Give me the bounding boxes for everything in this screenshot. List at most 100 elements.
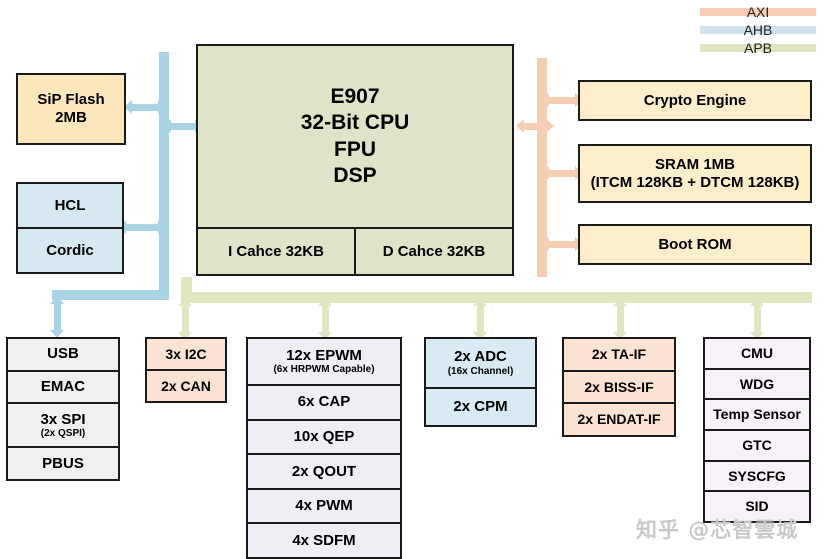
cpm-label: 2x CPM: [453, 398, 508, 416]
block-pbus[interactable]: PBUS: [8, 448, 118, 479]
block-qout[interactable]: 2x QOUT: [248, 455, 400, 490]
block-emac[interactable]: EMAC: [8, 372, 118, 405]
peripheral-column-encoder: 2x TA-IF 2x BISS-IF 2x ENDAT-IF: [562, 337, 676, 437]
arrow-ahb-to-comms: [49, 296, 65, 338]
epwm-label: 12x EPWM: [286, 346, 362, 364]
sip-flash-line2: 2MB: [55, 109, 87, 126]
block-group-accelerators: HCL Cordic: [16, 182, 124, 274]
block-usb[interactable]: USB: [8, 339, 118, 372]
block-temp-sensor[interactable]: Temp Sensor: [705, 400, 809, 432]
block-ta-if[interactable]: 2x TA-IF: [564, 339, 674, 372]
sid-label: SID: [745, 498, 769, 515]
hcl-label: HCL: [54, 196, 86, 214]
usb-label: USB: [47, 345, 79, 363]
block-cpm[interactable]: 2x CPM: [426, 389, 535, 425]
peripheral-column-system: CMU WDG Temp Sensor GTC SYSCFG SID: [703, 337, 811, 523]
arrow-apb-to-serial: [177, 298, 193, 340]
block-sdfm[interactable]: 4x SDFM: [248, 524, 400, 557]
arrow-apb-to-pwm: [317, 298, 333, 340]
arrow-apb-to-system: [749, 298, 765, 340]
spi-label: 3x SPI: [40, 410, 86, 428]
arrow-axi-sram: [541, 165, 583, 181]
cpu-line-bits: 32-Bit CPU: [300, 111, 410, 135]
ta-if-label: 2x TA-IF: [591, 346, 647, 363]
cpu-line-dsp: DSP: [333, 163, 377, 187]
block-hcl[interactable]: HCL: [18, 184, 122, 229]
block-sip-flash[interactable]: SiP Flash 2MB: [16, 73, 126, 145]
endat-if-label: 2x ENDAT-IF: [577, 411, 661, 428]
gtc-label: GTC: [742, 437, 772, 454]
watermark: 知乎 @芯智雲城: [636, 518, 799, 542]
arrow-axi-bootrom: [541, 236, 583, 252]
cpu-line-fpu: FPU: [334, 137, 376, 161]
cmu-label: CMU: [741, 345, 773, 362]
temp-sensor-label: Temp Sensor: [713, 406, 801, 423]
apb-bus-riser: [181, 277, 192, 297]
block-cpu-core[interactable]: E907 32-Bit CPU FPU DSP: [198, 46, 512, 229]
emac-label: EMAC: [40, 377, 86, 395]
block-sram[interactable]: SRAM 1MB (ITCM 128KB + DTCM 128KB): [578, 144, 812, 203]
dcache-label: D Cahce 32KB: [382, 242, 486, 260]
pwm-label: 4x PWM: [295, 497, 353, 515]
cap-label: 6x CAP: [297, 393, 351, 411]
block-qep[interactable]: 10x QEP: [248, 421, 400, 456]
block-adc[interactable]: 2x ADC (16x Channel): [426, 339, 535, 389]
peripheral-column-serial: 3x I2C 2x CAN: [145, 337, 227, 403]
legend-item-apb: APB: [700, 40, 816, 56]
block-epwm[interactable]: 12x EPWM (6x HRPWM Capable): [248, 339, 400, 386]
adc-label: 2x ADC: [454, 348, 507, 366]
arrow-axi-crypto: [541, 92, 583, 108]
block-cordic[interactable]: Cordic: [18, 229, 122, 272]
arrow-axi-cpu: [516, 118, 554, 134]
block-group-cpu-complex: E907 32-Bit CPU FPU DSP I Cahce 32KB D C…: [196, 44, 514, 276]
block-endat-if[interactable]: 2x ENDAT-IF: [564, 404, 674, 435]
peripheral-column-pwm: 12x EPWM (6x HRPWM Capable) 6x CAP 10x Q…: [246, 337, 402, 559]
i2c-label: 3x I2C: [165, 345, 207, 362]
block-boot-rom[interactable]: Boot ROM: [578, 224, 812, 265]
block-wdg[interactable]: WDG: [705, 370, 809, 401]
block-cmu[interactable]: CMU: [705, 339, 809, 370]
wdg-label: WDG: [739, 375, 775, 392]
peripheral-column-comms: USB EMAC 3x SPI (2x QSPI) PBUS: [6, 337, 120, 481]
arrow-apb-to-analog: [472, 298, 488, 340]
arrow-ahb-hcl-cordic: [118, 219, 166, 235]
cpu-line-e907: E907: [330, 84, 380, 108]
block-cap[interactable]: 6x CAP: [248, 386, 400, 421]
spi-sub: (2x QSPI): [40, 428, 86, 440]
sdfm-label: 4x SDFM: [292, 531, 356, 549]
legend-label-ahb: AHB: [743, 22, 773, 38]
boot-rom-label: Boot ROM: [658, 235, 732, 253]
block-biss-if[interactable]: 2x BISS-IF: [564, 372, 674, 405]
biss-if-label: 2x BISS-IF: [584, 378, 654, 395]
cpu-cache-row: I Cahce 32KB D Cahce 32KB: [198, 229, 512, 274]
block-crypto-engine[interactable]: Crypto Engine: [578, 80, 812, 121]
syscfg-label: SYSCFG: [728, 467, 786, 484]
epwm-sub: (6x HRPWM Capable): [273, 364, 375, 376]
block-gtc[interactable]: GTC: [705, 431, 809, 462]
sram-line2: (ITCM 128KB + DTCM 128KB): [590, 173, 800, 191]
block-spi[interactable]: 3x SPI (2x QSPI): [8, 404, 118, 449]
crypto-engine-label: Crypto Engine: [643, 91, 747, 109]
icache-label: I Cahce 32KB: [228, 242, 324, 260]
legend-item-axi: AXI: [700, 4, 816, 20]
block-can[interactable]: 2x CAN: [147, 371, 225, 401]
ahb-bus-vertical: [159, 52, 169, 300]
legend-swatch-apb: [700, 44, 816, 52]
block-dcache[interactable]: D Cahce 32KB: [356, 229, 512, 274]
apb-bus-horizontal: [181, 292, 812, 303]
block-sid[interactable]: SID: [705, 492, 809, 521]
can-label: 2x CAN: [161, 377, 211, 394]
legend-item-ahb: AHB: [700, 22, 816, 38]
adc-sub: (16x Channel): [447, 365, 514, 377]
block-pwm[interactable]: 4x PWM: [248, 490, 400, 525]
block-i2c[interactable]: 3x I2C: [147, 339, 225, 371]
sip-flash-line1: SiP Flash: [37, 91, 105, 109]
legend-swatch-axi: [700, 8, 816, 16]
block-icache[interactable]: I Cahce 32KB: [198, 229, 356, 274]
block-syscfg[interactable]: SYSCFG: [705, 462, 809, 493]
legend-label-apb: APB: [743, 40, 772, 56]
arrow-ahb-sipflash: [124, 99, 166, 115]
ahb-bus-horizontal: [52, 290, 169, 300]
pbus-label: PBUS: [42, 454, 84, 472]
